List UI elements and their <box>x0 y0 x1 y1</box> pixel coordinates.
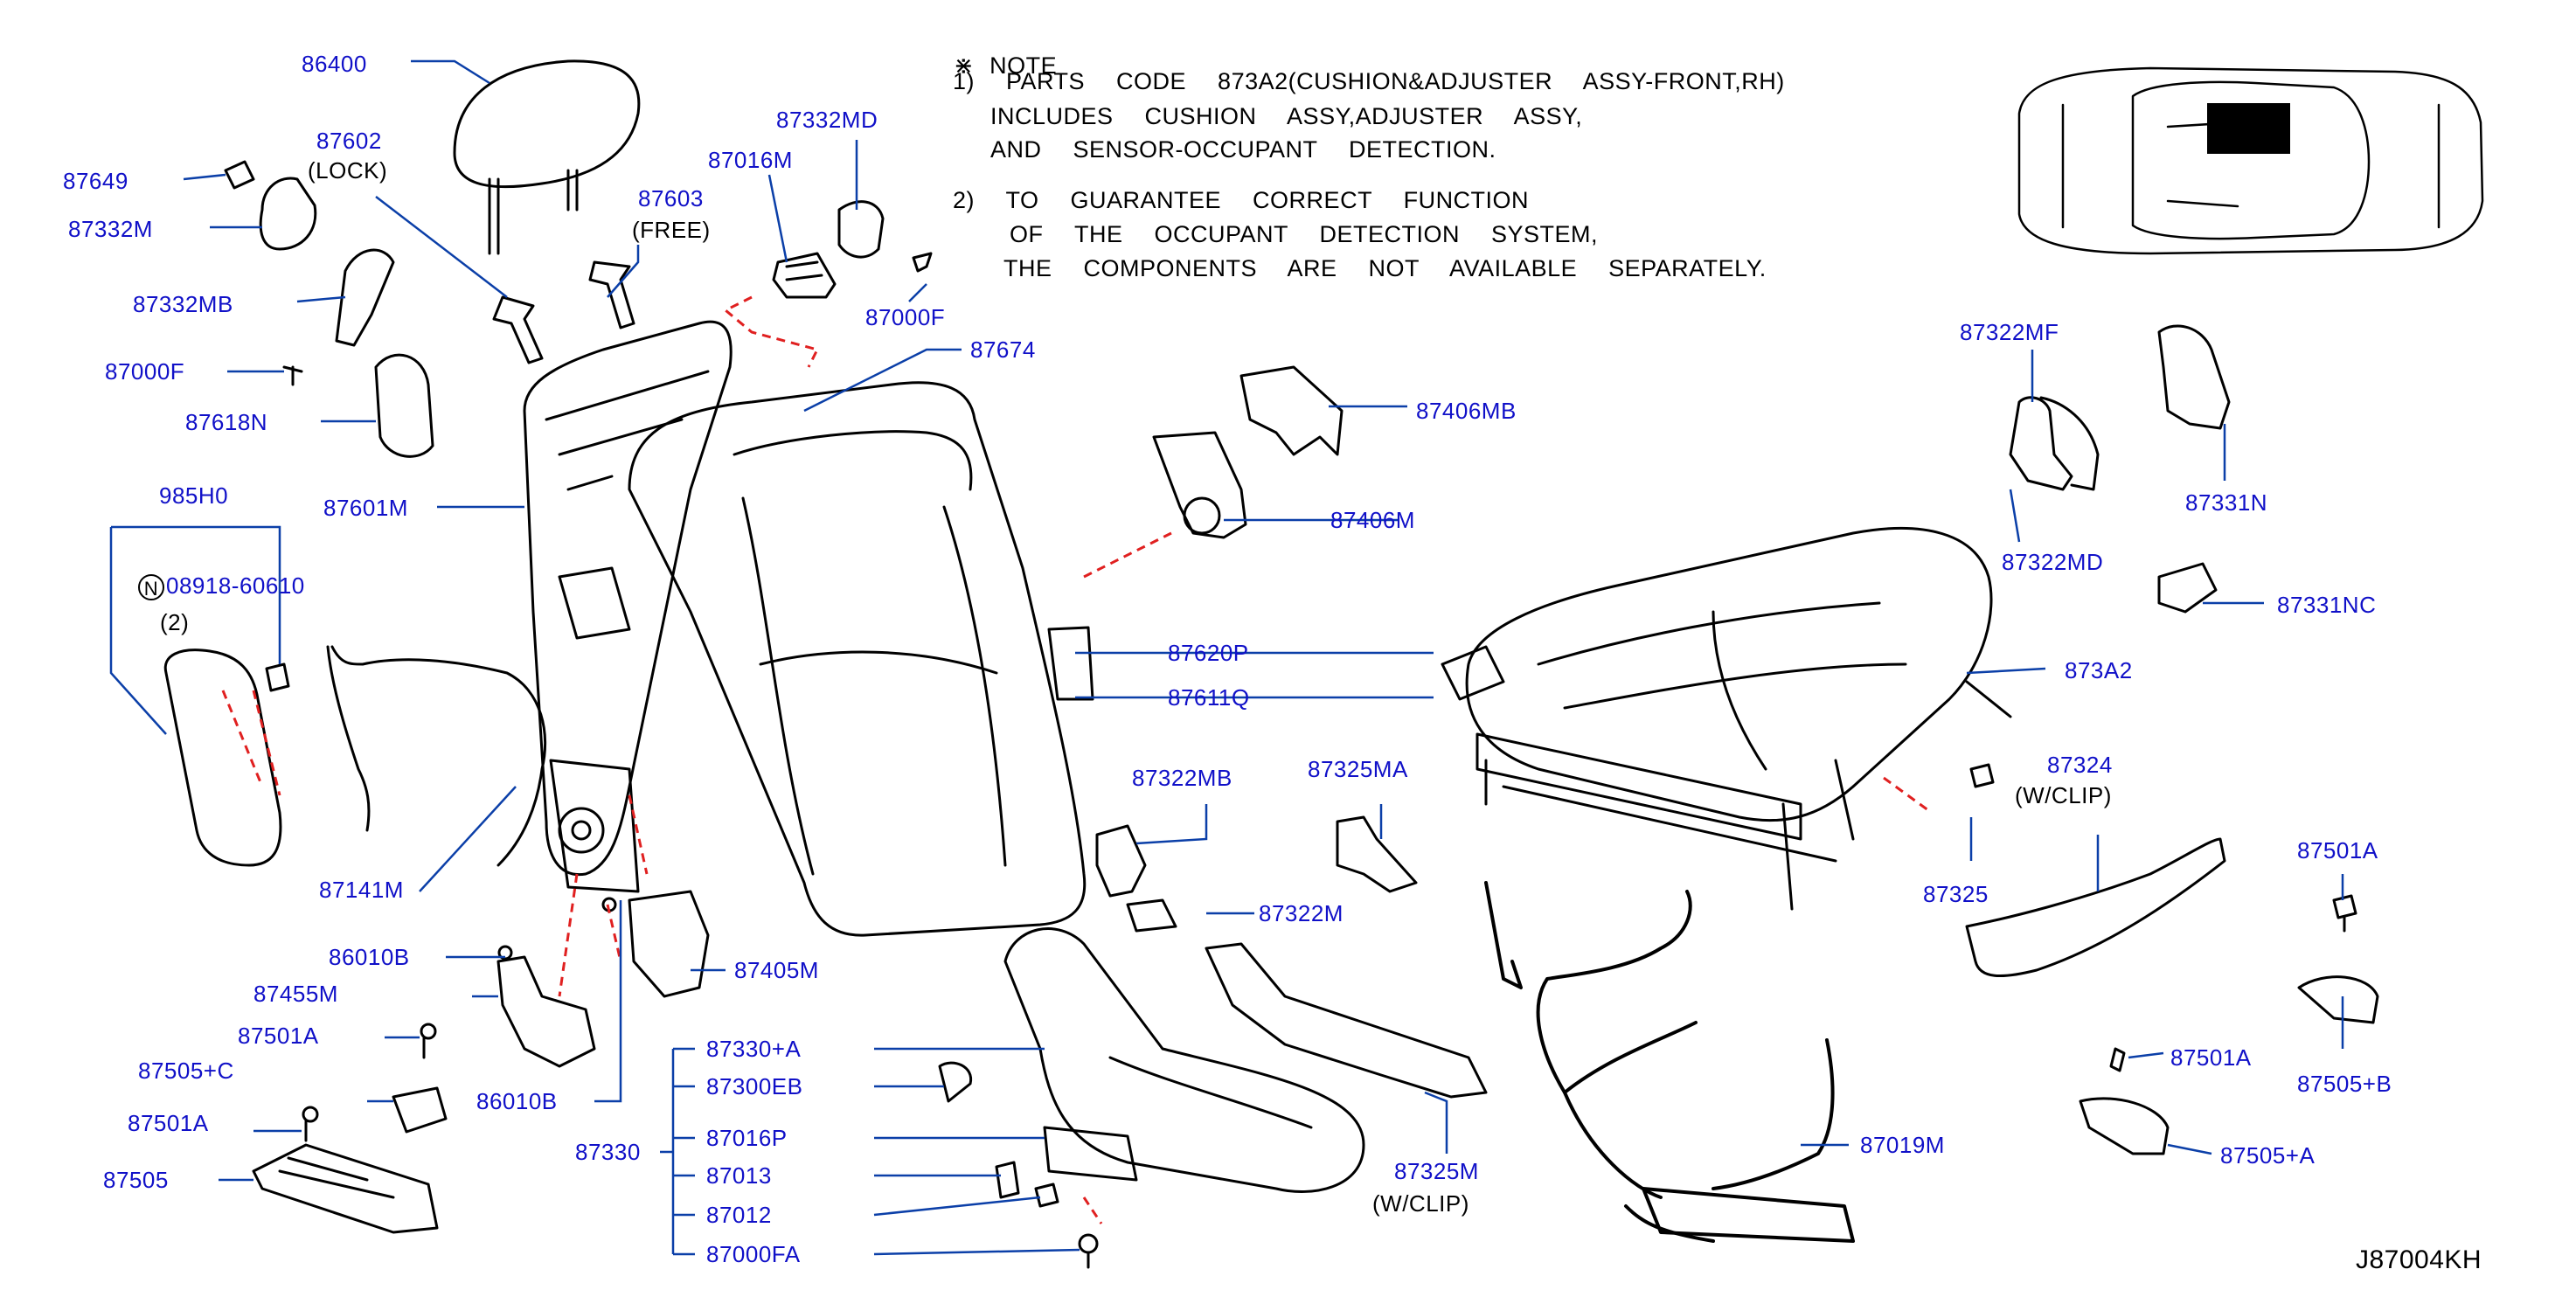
part-label-87505: 87505 <box>103 1167 169 1193</box>
seat-back-frame-drawing <box>523 320 733 893</box>
part-label-87330: 87330 <box>575 1139 641 1165</box>
part-label-87324: 87324 <box>2047 752 2113 778</box>
part-label-87325: 87325 <box>1923 881 1989 907</box>
part-label-87611Q: 87611Q <box>1168 684 1250 711</box>
part-label-87618N: 87618N <box>185 409 268 435</box>
note-item2-line2: OF THE OCCUPANT DETECTION SYSTEM, <box>1010 221 1599 247</box>
part-label-87405M: 87405M <box>734 957 819 983</box>
part-label-87505A: 87505+A <box>2220 1142 2316 1169</box>
part-label-87674: 87674 <box>970 336 1036 363</box>
headrest-drawing <box>453 59 641 255</box>
car-top-view-drawing <box>2017 66 2484 255</box>
part-label-87325M: 87325M <box>1394 1158 1479 1184</box>
part-label-87505B: 87505+B <box>2297 1071 2392 1097</box>
part-qty-08918: (2) <box>160 609 190 635</box>
part-note-87603: (FREE) <box>632 217 711 243</box>
part-label-87601M: 87601M <box>323 495 408 521</box>
part-label-87322M: 87322M <box>1259 900 1344 926</box>
part-label-87016P: 87016P <box>706 1125 788 1151</box>
part-label-87505C: 87505+C <box>138 1058 234 1084</box>
seat-side-shield-drawing <box>1003 927 1488 1193</box>
part-label-87406M: 87406M <box>1330 507 1415 533</box>
small-parts-left-drawing <box>224 160 635 458</box>
part-label-87013: 87013 <box>706 1162 772 1189</box>
note-item1-line1: 1) PARTS CODE 873A2(CUSHION&ADJUSTER ASS… <box>953 68 1785 94</box>
part-label-873A2: 873A2 <box>2065 657 2133 683</box>
side-airbag-drawing <box>163 645 547 867</box>
part-label-86010B-b: 86010B <box>476 1088 558 1114</box>
part-note-87324: (W/CLIP) <box>2015 782 2112 808</box>
right-trim-parts-drawing <box>1965 324 2231 978</box>
part-label-87620P: 87620P <box>1168 640 1249 666</box>
part-label-87325MA: 87325MA <box>1308 756 1408 782</box>
part-label-87332MD: 87332MD <box>776 107 878 133</box>
part-label-86400: 86400 <box>302 51 367 77</box>
bottom-right-parts-drawing <box>2079 894 2379 1155</box>
part-label-87331NC: 87331NC <box>2277 592 2377 618</box>
part-label-87000F-left: 87000F <box>105 358 185 385</box>
part-label-87649: 87649 <box>63 168 128 194</box>
note-item2-line1: 2) TO GUARANTEE CORRECT FUNCTION <box>953 187 1530 213</box>
part-label-87330A: 87330+A <box>706 1036 802 1062</box>
part-label-87603: 87603 <box>638 185 704 212</box>
part-note-87325M: (W/CLIP) <box>1372 1190 1469 1217</box>
n-circle-icon: N <box>138 574 164 601</box>
part-label-87322MB: 87322MB <box>1132 765 1232 791</box>
part-number-08918: 08918-60610 <box>166 572 305 599</box>
note-mark: ⋇ <box>954 52 975 79</box>
harness-drawing <box>1484 881 1855 1243</box>
part-label-87332M: 87332M <box>68 216 153 242</box>
part-label-87501A-1: 87501A <box>238 1023 319 1049</box>
part-label-87141M: 87141M <box>319 877 404 903</box>
note-block: ⋇ NOTE <box>922 26 1057 79</box>
part-label-87501A-3: 87501A <box>2297 837 2378 864</box>
part-label-87602: 87602 <box>316 128 382 154</box>
leader-lines <box>109 59 2344 1256</box>
part-label-86010B-a: 86010B <box>329 944 410 970</box>
part-label-87322MD: 87322MD <box>2002 549 2104 575</box>
note-item1-line2: INCLUDES CUSHION ASSY,ADJUSTER ASSY, <box>990 103 1583 129</box>
part-label-87000FA: 87000FA <box>706 1241 801 1267</box>
part-label-87300EB: 87300EB <box>706 1073 803 1099</box>
part-label-985H0: 985H0 <box>159 482 229 509</box>
part-label-87016M: 87016M <box>708 147 793 173</box>
seat-cushion-adjuster-drawing <box>1441 527 2012 911</box>
recliner-cover-drawing <box>1152 365 1344 539</box>
dashed-connection-lines <box>221 295 1933 1224</box>
part-label-87012: 87012 <box>706 1202 772 1228</box>
part-note-87602: (LOCK) <box>308 157 388 184</box>
part-label-87322MF: 87322MF <box>1960 319 2059 345</box>
part-label-87019M: 87019M <box>1860 1132 1945 1158</box>
diagram-code: J87004KH <box>2356 1245 2482 1274</box>
part-label-87406MB: 87406MB <box>1416 398 1517 424</box>
part-label-87332MB: 87332MB <box>133 291 233 317</box>
part-label-87455M: 87455M <box>253 981 338 1007</box>
part-label-87000F-right: 87000F <box>865 304 946 330</box>
seat-back-pad-drawing <box>628 381 1094 937</box>
part-label-87331N: 87331N <box>2185 489 2268 516</box>
center-lower-parts-drawing <box>938 815 1418 1269</box>
note-item2-line3: THE COMPONENTS ARE NOT AVAILABLE SEPARAT… <box>1003 255 1767 281</box>
selected-seat-marker <box>2207 103 2290 154</box>
note-heading: NOTE <box>989 52 1058 79</box>
part-label-87501A-4: 87501A <box>2170 1044 2252 1071</box>
switch-parts-drawing <box>772 200 933 299</box>
note-item1-line3: AND SENSOR-OCCUPANT DETECTION. <box>990 136 1496 163</box>
lower-left-parts-drawing <box>252 890 710 1234</box>
part-label-87501A-2: 87501A <box>128 1110 209 1136</box>
